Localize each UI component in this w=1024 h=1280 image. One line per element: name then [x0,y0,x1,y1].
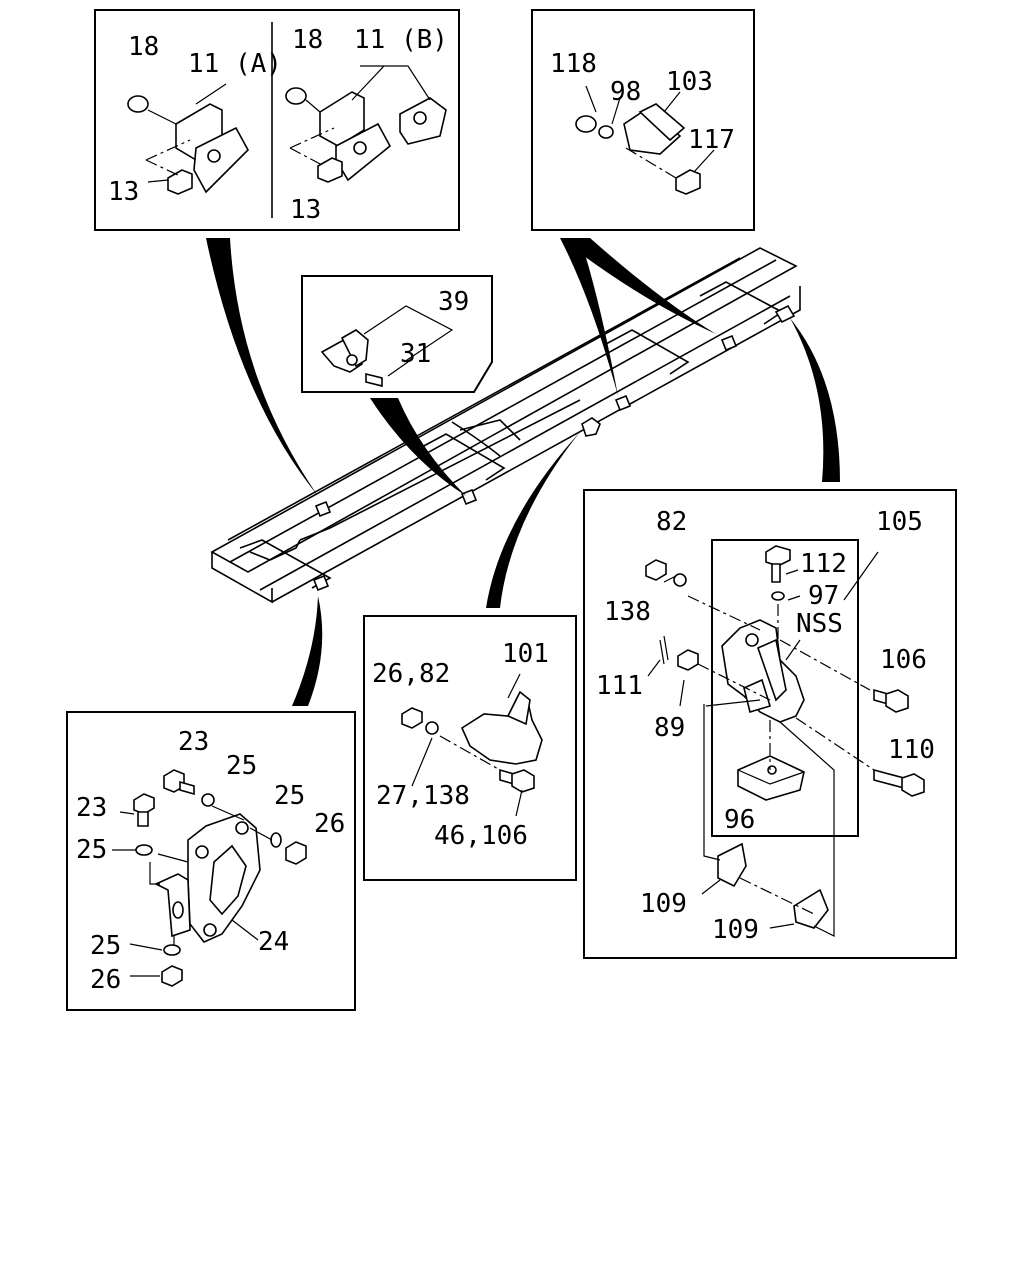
trailer-hook-box [583,489,957,959]
callout-25: 25 [76,835,107,865]
callout-25: 25 [90,931,121,961]
pin-bracket-group [301,275,493,393]
center-bracket-group [363,615,577,881]
callout-18: 18 [292,25,323,55]
callout-105: 105 [876,507,923,537]
callout-39: 39 [438,287,469,317]
callout-18: 18 [128,32,159,62]
callout-106: 106 [880,645,927,675]
callout-23: 23 [76,793,107,823]
leader-swooshes [206,238,840,706]
callout-11b: 11 (B) [354,25,448,55]
callout-26: 26 [90,965,121,995]
center-bracket-box [363,615,577,881]
callout-82: 82 [656,507,687,537]
callout-117: 117 [688,125,735,155]
callout-101: 101 [502,639,549,669]
trailer-hook-inner-box [711,539,859,837]
callout-109: 109 [712,915,759,945]
callout-112: 112 [800,549,847,579]
callout-111: 111 [596,671,643,701]
callout-nss: NSS [796,609,843,639]
callout-24: 24 [258,927,289,957]
rear-hanger-box [531,9,755,231]
rear-plate-box [66,711,356,1011]
front-hanger-group [94,9,460,231]
callout-110: 110 [888,735,935,765]
trailer-hook-group [583,489,957,959]
rear-hanger-group [531,9,755,231]
callout-138: 138 [604,597,651,627]
callout-97: 97 [808,581,839,611]
chassis-frame [210,247,801,604]
pin-bracket-box [301,275,493,393]
callout-96: 96 [724,805,755,835]
callout-31: 31 [400,339,431,369]
callout-118: 118 [550,49,597,79]
callout-13: 13 [108,177,139,207]
callout-109: 109 [640,889,687,919]
callout-89: 89 [654,713,685,743]
callout-25: 25 [226,751,257,781]
rear-plate-group [66,711,356,1011]
callout-26-82: 26,82 [372,659,450,689]
callout-13: 13 [290,195,321,225]
callout-25: 25 [274,781,305,811]
callout-23: 23 [178,727,209,757]
front-hanger-box [94,9,460,231]
callout-98: 98 [610,77,641,107]
callout-27-138: 27,138 [376,781,470,811]
callout-46-106: 46,106 [434,821,528,851]
callout-26: 26 [314,809,345,839]
callout-103: 103 [666,67,713,97]
callout-11a: 11 (A) [188,49,282,79]
